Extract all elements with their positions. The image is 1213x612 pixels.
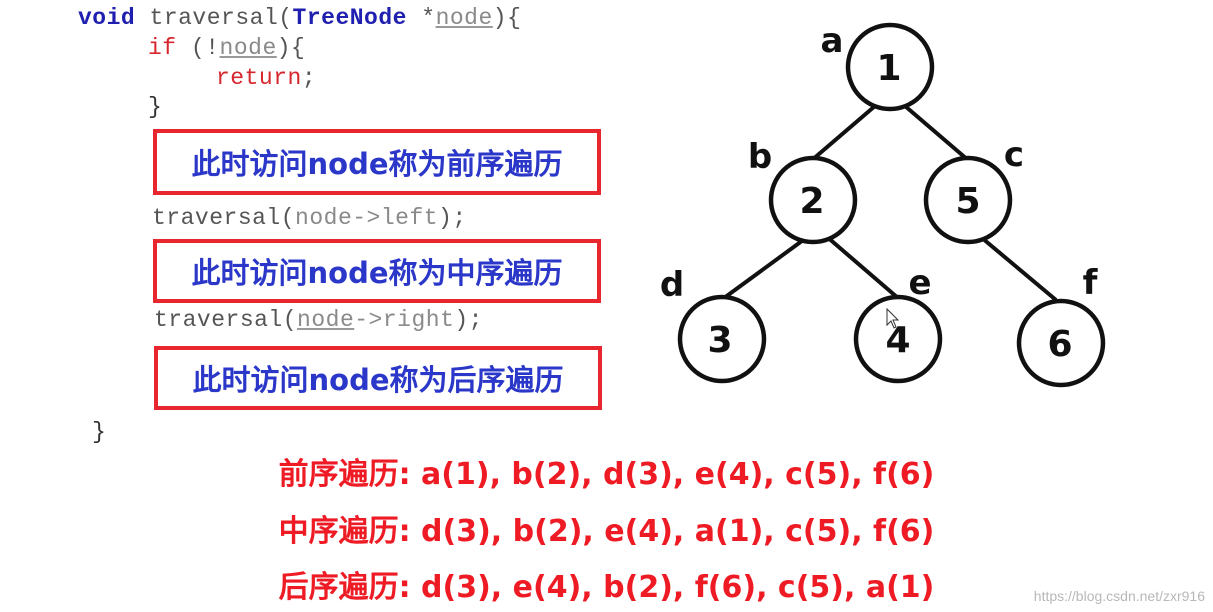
node-2-label: 2 — [799, 181, 824, 222]
node-3 — [677, 294, 767, 384]
watermark: https://blog.csdn.net/zxr916 — [1033, 588, 1205, 604]
code-line-6: traversal(node->right); — [154, 306, 483, 334]
type-treenode: TreeNode — [292, 5, 407, 31]
edge-5-6 — [980, 236, 1058, 302]
node-5 — [923, 155, 1013, 245]
postorder-result-text: 后序遍历: d(3), e(4), b(2), f(6), c(5), a(1) — [278, 570, 935, 605]
node-2-letter: b — [748, 137, 772, 177]
code-line-4: } — [148, 93, 162, 121]
preorder-result: 前序遍历: a(1), b(2), d(3), e(4), c(5), f(6) — [0, 449, 1213, 493]
if-open: (! — [176, 35, 220, 61]
code-line-7: } — [92, 418, 106, 446]
edge-1-5 — [903, 104, 970, 162]
node-3-letter: d — [660, 265, 684, 305]
arg-right: ->right — [354, 307, 455, 333]
function-name: traversal( — [135, 5, 293, 31]
param-node: node — [435, 5, 493, 31]
node-3-label: 3 — [707, 320, 732, 361]
edge-2-3 — [722, 236, 808, 300]
keyword-if: if — [148, 35, 177, 61]
keyword-return: return — [216, 65, 302, 91]
code-line-5: traversal(node->left); — [152, 204, 467, 232]
node-1 — [845, 22, 935, 112]
edge-2-4 — [824, 234, 900, 300]
node-5-label: 5 — [955, 181, 980, 222]
arg-node: node — [297, 307, 355, 333]
node-1-letter: a — [821, 21, 844, 61]
node-letters: a b c d e f — [660, 21, 1099, 305]
inorder-box-text: 此时访问node称为中序遍历 — [191, 256, 563, 290]
preorder-box: 此时访问node称为前序遍历 — [153, 129, 601, 195]
pointer-star: * — [406, 5, 436, 31]
postorder-box-text: 此时访问node称为后序遍历 — [192, 363, 564, 397]
tree-edges — [722, 104, 1058, 302]
node-4-label: 4 — [885, 320, 910, 361]
node-4 — [853, 294, 943, 384]
preorder-box-text: 此时访问node称为前序遍历 — [191, 147, 563, 181]
node-5-letter: c — [1004, 135, 1024, 175]
node-2 — [768, 155, 858, 245]
code-line-3: return; — [216, 64, 316, 92]
postorder-box: 此时访问node称为后序遍历 — [154, 346, 602, 410]
node-4-letter: e — [908, 263, 931, 303]
node-6-label: 6 — [1047, 324, 1072, 365]
node-6 — [1016, 298, 1106, 388]
inorder-result-text: 中序遍历: d(3), b(2), e(4), a(1), c(5), f(6) — [278, 514, 935, 549]
code-line-2: if (!node){ — [148, 34, 305, 62]
node-1-label: 1 — [876, 48, 901, 89]
semicolon: ; — [301, 65, 317, 91]
call-traversal-left: traversal( — [152, 205, 296, 231]
brace-open: ){ — [492, 5, 522, 31]
edge-1-2 — [810, 104, 877, 162]
brace-close: } — [148, 94, 163, 120]
mouse-cursor-icon — [886, 307, 900, 329]
code-line-1: void traversal(TreeNode *node){ — [78, 4, 521, 32]
preorder-result-text: 前序遍历: a(1), b(2), d(3), e(4), c(5), f(6) — [278, 457, 935, 492]
node-numbers: 1 2 5 3 4 6 — [707, 48, 1072, 365]
if-end: ){ — [276, 35, 306, 61]
call-traversal-right: traversal( — [154, 307, 298, 333]
param-node: node — [219, 35, 277, 61]
postorder-result: 后序遍历: d(3), e(4), b(2), f(6), c(5), a(1) — [0, 562, 1213, 606]
keyword-void: void — [78, 5, 136, 31]
function-brace-close: } — [92, 419, 107, 445]
arg-node-left: node->left — [295, 205, 439, 231]
call-end: ); — [454, 307, 483, 333]
call-end: ); — [438, 205, 467, 231]
node-6-letter: f — [1083, 263, 1099, 303]
tree-nodes — [677, 22, 1106, 388]
inorder-result: 中序遍历: d(3), b(2), e(4), a(1), c(5), f(6) — [0, 506, 1213, 550]
inorder-box: 此时访问node称为中序遍历 — [153, 239, 601, 303]
